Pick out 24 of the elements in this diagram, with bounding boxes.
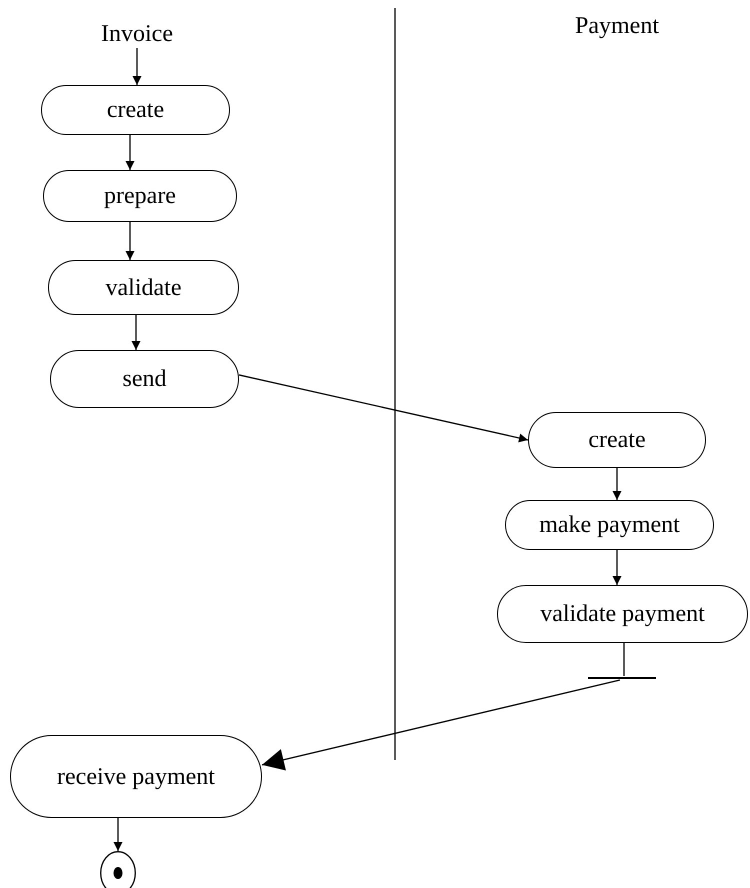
activity-label: receive payment (57, 764, 215, 788)
activity-label: create (106, 98, 164, 122)
arrow (238, 374, 528, 442)
arrow (114, 818, 122, 851)
connector-line (623, 643, 625, 676)
arrow (262, 679, 620, 770)
arrow (612, 550, 622, 585)
activity-label: create (588, 428, 646, 452)
arrow (132, 315, 140, 350)
arrow (612, 468, 622, 500)
activity-label: send (122, 367, 166, 391)
activity-box (41, 85, 230, 135)
activity-box (505, 500, 714, 550)
lane-heading: Payment (575, 14, 659, 38)
activity-label: validate (106, 276, 182, 300)
arrow (126, 222, 134, 260)
activity-label: make payment (539, 513, 680, 537)
activity-label: prepare (104, 184, 176, 208)
lane-heading: Invoice (96, 20, 178, 48)
activity-box (43, 170, 237, 222)
arrow (132, 48, 142, 85)
activity-label: validate payment (540, 602, 705, 626)
sync-bar (588, 676, 656, 680)
arrow (126, 135, 134, 170)
